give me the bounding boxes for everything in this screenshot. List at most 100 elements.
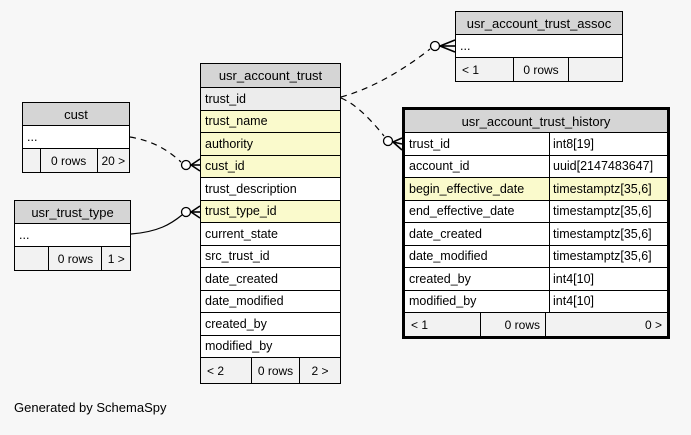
table-title-usr_trust_type[interactable]: usr_trust_type (15, 201, 130, 224)
relationship-line (130, 214, 183, 235)
generated-by-note: Generated by SchemaSpy (14, 400, 167, 415)
column-type: timestamptz[35,6] (549, 178, 667, 200)
footer-cell-usr_account_trust_assoc-2 (568, 58, 622, 81)
column-row-usr_account_trust-src_trust_id: src_trust_id (201, 245, 340, 268)
column-row-usr_account_trust-trust_name: trust_name (201, 110, 340, 133)
column-name: trust_description (205, 181, 297, 196)
relationship-line (340, 48, 431, 98)
column-name: cust_id (205, 159, 245, 174)
column-name: end_effective_date (409, 204, 515, 219)
column-name: trust_name (205, 114, 268, 129)
table-title-usr_account_trust[interactable]: usr_account_trust (201, 64, 340, 88)
relationship-usr_trust_type-trust_type_id (130, 205, 201, 235)
column-row-usr_account_trust_history-begin_effective_date: begin_effective_date timestamptz[35,6] (405, 178, 667, 201)
column-row-usr_account_trust-trust_type_id: trust_type_id (201, 200, 340, 223)
footer-cell-usr_account_trust_history-1: 0 rows (480, 313, 545, 336)
crows-foot-icon (392, 141, 403, 145)
column-row-usr_account_trust-cust_id: cust_id (201, 155, 340, 178)
crows-foot-icon (190, 205, 201, 213)
column-row-usr_account_trust-authority: authority (201, 133, 340, 156)
footer-cell-usr_trust_type-0 (15, 247, 48, 270)
crows-foot-icon (439, 45, 456, 53)
footer-cell-cust-0 (23, 149, 40, 172)
column-row-usr_account_trust_history-trust_id: trust_id int8[19] (405, 133, 667, 156)
crows-foot-icon (190, 164, 201, 172)
column-name: account_id (409, 159, 470, 174)
column-type: int4[10] (549, 268, 667, 290)
column-name: ... (460, 39, 471, 53)
column-type: timestamptz[35,6] (549, 223, 667, 245)
footer-cell-usr_account_trust_history-2: 0 > (545, 313, 667, 336)
relationship-line (340, 97, 385, 137)
crows-foot-icon (190, 158, 201, 166)
column-row-usr_account_trust-current_state: current_state (201, 223, 340, 246)
column-name: begin_effective_date (409, 181, 525, 196)
column-row-usr_account_trust-trust_id: trust_id (201, 88, 340, 111)
column-row-usr_account_trust_history-date_created: date_created timestamptz[35,6] (405, 223, 667, 246)
table-title-usr_account_trust_history[interactable]: usr_account_trust_history (405, 110, 667, 133)
crows-foot-icon (439, 39, 456, 47)
column-name: date_modified (205, 294, 284, 309)
crows-foot-icon (190, 211, 201, 219)
footer-cell-cust-1: 0 rows (39, 149, 97, 172)
zero-circle-icon (429, 40, 441, 52)
footer-cell-cust-2: 20 > (96, 149, 129, 172)
column-name: authority (205, 136, 253, 151)
column-name: date_created (205, 271, 278, 286)
column-name: date_created (409, 226, 482, 241)
footer-cell-usr_account_trust-1: 0 rows (251, 358, 299, 383)
table-usr_account_trust_history[interactable]: usr_account_trust_history trust_id int8[19… (402, 107, 670, 339)
column-name: trust_id (205, 91, 246, 106)
column-name: src_trust_id (205, 249, 270, 264)
column-type: int4[10] (549, 290, 667, 312)
column-row-usr_account_trust_history-account_id: account_id uuid[2147483647] (405, 155, 667, 178)
column-row-cust-ellipsis: ... (23, 126, 129, 149)
column-type: uuid[2147483647] (549, 155, 667, 177)
footer-cell-usr_account_trust-2: 2 > (299, 358, 340, 383)
column-row-usr_account_trust_history-created_by: created_by int4[10] (405, 268, 667, 291)
crows-foot-icon (392, 137, 403, 143)
crows-foot-icon (392, 141, 403, 151)
footer-cell-usr_account_trust-0: < 2 (207, 363, 225, 378)
column-row-usr_account_trust-created_by: created_by (201, 313, 340, 336)
column-type: timestamptz[35,6] (549, 200, 667, 222)
column-type: timestamptz[35,6] (549, 245, 667, 267)
column-name: created_by (205, 316, 267, 331)
column-name: date_modified (409, 249, 488, 264)
column-name: created_by (409, 271, 471, 286)
column-row-usr_account_trust_history-date_modified: date_modified timestamptz[35,6] (405, 245, 667, 268)
footer-cell-usr_trust_type-2: 1 > (101, 247, 130, 270)
column-name: ... (27, 130, 38, 144)
zero-circle-icon (382, 135, 394, 147)
zero-circle-icon (180, 206, 192, 218)
footer-cell-usr_account_trust_assoc-0: < 1 (462, 62, 480, 77)
column-row-usr_account_trust-date_created: date_created (201, 268, 340, 291)
column-name: modified_by (409, 294, 477, 309)
relationship-trust_id-history (340, 97, 403, 151)
column-name: ... (19, 228, 30, 242)
column-row-usr_account_trust-date_modified: date_modified (201, 290, 340, 313)
table-title-usr_account_trust_assoc[interactable]: usr_account_trust_assoc (456, 12, 622, 35)
column-row-usr_account_trust_history-end_effective_date: end_effective_date timestamptz[35,6] (405, 200, 667, 223)
footer-cell-usr_trust_type-1: 0 rows (48, 247, 101, 270)
footer-cell-usr_account_trust_history-0: < 1 (411, 317, 429, 332)
column-name: trust_id (409, 136, 450, 151)
column-row-usr_trust_type-ellipsis: ... (15, 224, 130, 247)
column-type: int8[19] (549, 133, 667, 155)
column-row-usr_account_trust-trust_description: trust_description (201, 178, 340, 201)
zero-circle-icon (180, 159, 192, 171)
table-title-cust[interactable]: cust (23, 103, 129, 126)
relationship-cust-cust_id (129, 136, 201, 172)
relationship-line (129, 136, 182, 163)
relationship-trust_id-assoc (340, 39, 456, 98)
